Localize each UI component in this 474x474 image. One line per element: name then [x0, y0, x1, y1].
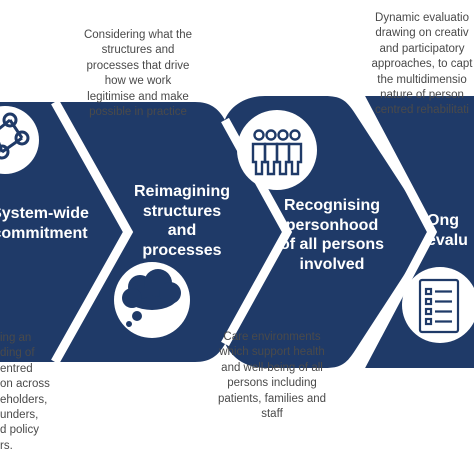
separator-1: [51, 99, 134, 365]
network-nodes-icon: [0, 112, 30, 160]
stage-2-label: Reimagining structures and processes: [133, 183, 230, 259]
group-people-icon: [251, 129, 303, 176]
stage-1-label: System-wide commitment: [0, 205, 89, 242]
separator-3: [356, 93, 438, 371]
stage-1-caption: ing an ding of entred on across eholders…: [0, 332, 50, 452]
checklist-icon: [418, 278, 460, 334]
stage-4-label: Ong evalu: [427, 212, 468, 249]
stage-2-caption: Considering what the structures and proc…: [83, 29, 193, 119]
thought-cloud-icon: [122, 269, 181, 327]
stage-1-shape: [0, 102, 128, 362]
stage-3-caption: Care environments which support health a…: [217, 331, 327, 421]
stage-4-caption: Dynamic evaluatio drawing on creativ and…: [371, 12, 473, 117]
stage-3-label: Recognising personhood of all persons in…: [279, 197, 385, 273]
